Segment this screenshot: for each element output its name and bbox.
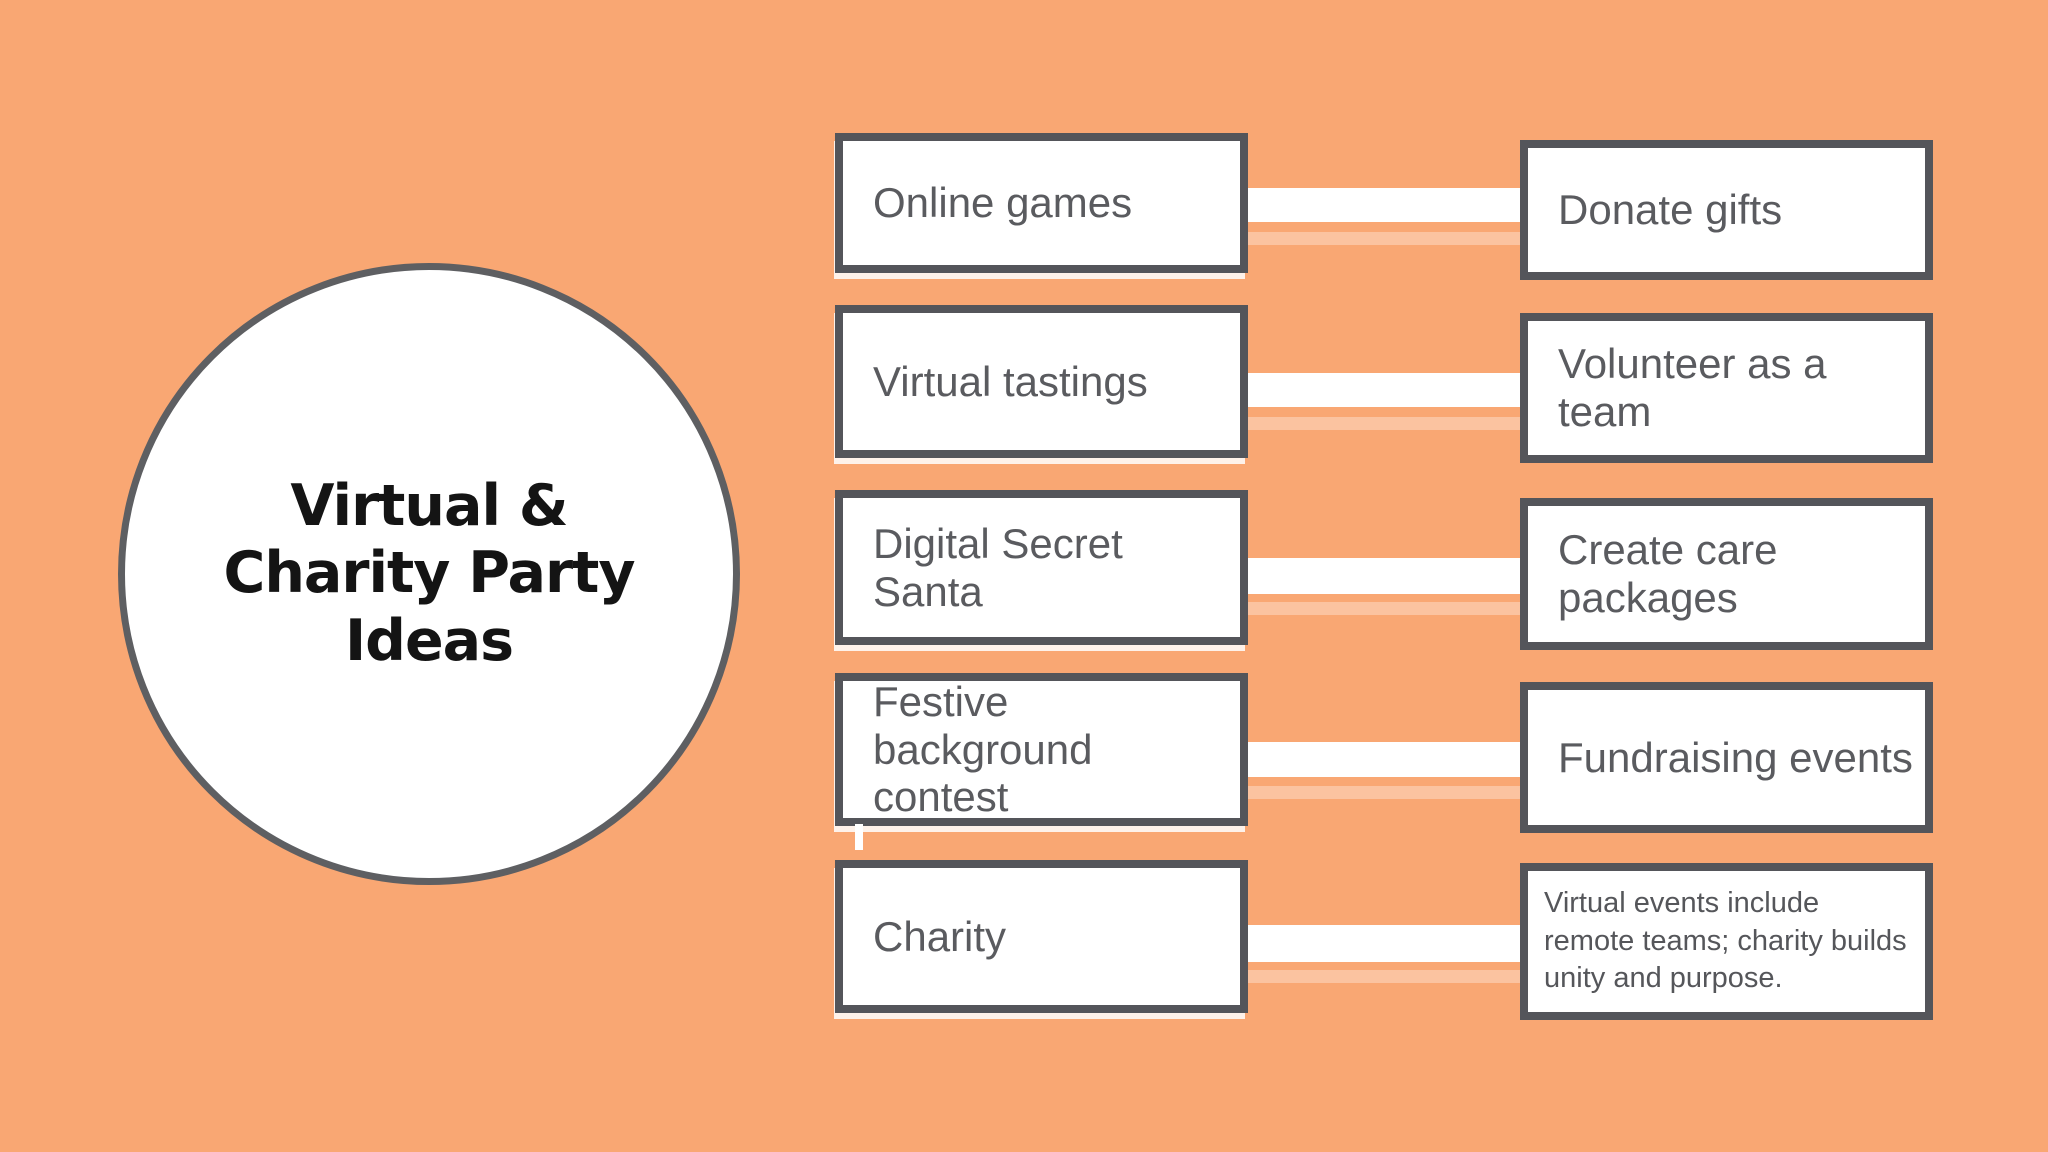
right-note-label-5: Virtual events include remote teams; cha…	[1544, 886, 1907, 995]
right-note-box-5: Virtual events include remote teams; cha…	[1520, 863, 1933, 1020]
connector-row-1	[1246, 188, 1522, 222]
hub-circle: Virtual & Charity Party Ideas	[118, 263, 740, 885]
connector-shadow-row-2	[1246, 417, 1522, 430]
title-line-2: Charity Party	[223, 540, 636, 607]
left-idea-box-3: Digital Secret Santa	[835, 490, 1248, 645]
left-idea-box-2: Virtual tastings	[835, 305, 1248, 458]
left-idea-label-2: Virtual tastings	[873, 357, 1148, 405]
connector-row-2	[1246, 373, 1522, 407]
left-idea-label-3: Digital Secret Santa	[873, 519, 1123, 615]
connector-row-3	[1246, 558, 1522, 594]
right-idea-box-3: Create care packages	[1520, 498, 1933, 650]
right-idea-label-4: Fundraising events	[1558, 733, 1913, 781]
right-idea-label-2: Volunteer as a team	[1558, 340, 1827, 435]
right-idea-label-1: Donate gifts	[1558, 186, 1783, 234]
right-idea-box-4: Fundraising events	[1520, 682, 1933, 833]
left-idea-label-4: Festive background contest	[873, 677, 1093, 821]
left-idea-box-4: Festive background contest	[835, 673, 1248, 826]
connector-shadow-row-4	[1246, 786, 1522, 799]
right-idea-box-1: Donate gifts	[1520, 140, 1933, 280]
connector-row-5	[1246, 925, 1522, 962]
connector-shadow-row-1	[1246, 232, 1522, 245]
title-line-1: Virtual &	[290, 473, 568, 540]
left-idea-label-5: Charity	[873, 912, 1007, 960]
white-tick-artifact	[855, 824, 863, 850]
connector-shadow-row-5	[1246, 970, 1522, 983]
right-idea-label-3: Create care packages	[1558, 526, 1778, 621]
connector-row-4	[1246, 742, 1522, 777]
left-idea-box-5: Charity	[835, 860, 1248, 1013]
title-line-3: Ideas	[344, 607, 514, 674]
connector-shadow-row-3	[1246, 602, 1522, 615]
diagram-title: Virtual & Charity Party Ideas	[223, 473, 636, 675]
left-idea-label-1: Online games	[873, 179, 1133, 227]
right-idea-box-2: Volunteer as a team	[1520, 313, 1933, 463]
left-idea-box-1: Online games	[835, 133, 1248, 273]
